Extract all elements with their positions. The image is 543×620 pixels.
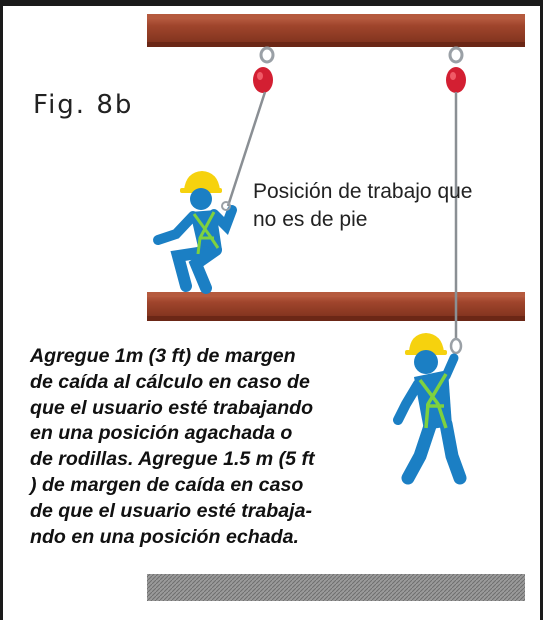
suspended-worker-figure (393, 333, 467, 485)
figure-label: Fig. 8b (33, 90, 134, 120)
anchor-connector-right (446, 46, 466, 93)
upper-beam (147, 14, 525, 47)
lifeline-left (226, 91, 267, 207)
ground-surface (147, 574, 525, 601)
clearance-note: Agregue 1m (3 ft) de margen de caída al … (30, 345, 315, 548)
position-caption: Posición de trabajo que no es de pie (253, 180, 473, 231)
crouching-worker-figure (153, 171, 237, 294)
anchor-connector-left (253, 46, 275, 93)
platform-beam (147, 292, 525, 321)
